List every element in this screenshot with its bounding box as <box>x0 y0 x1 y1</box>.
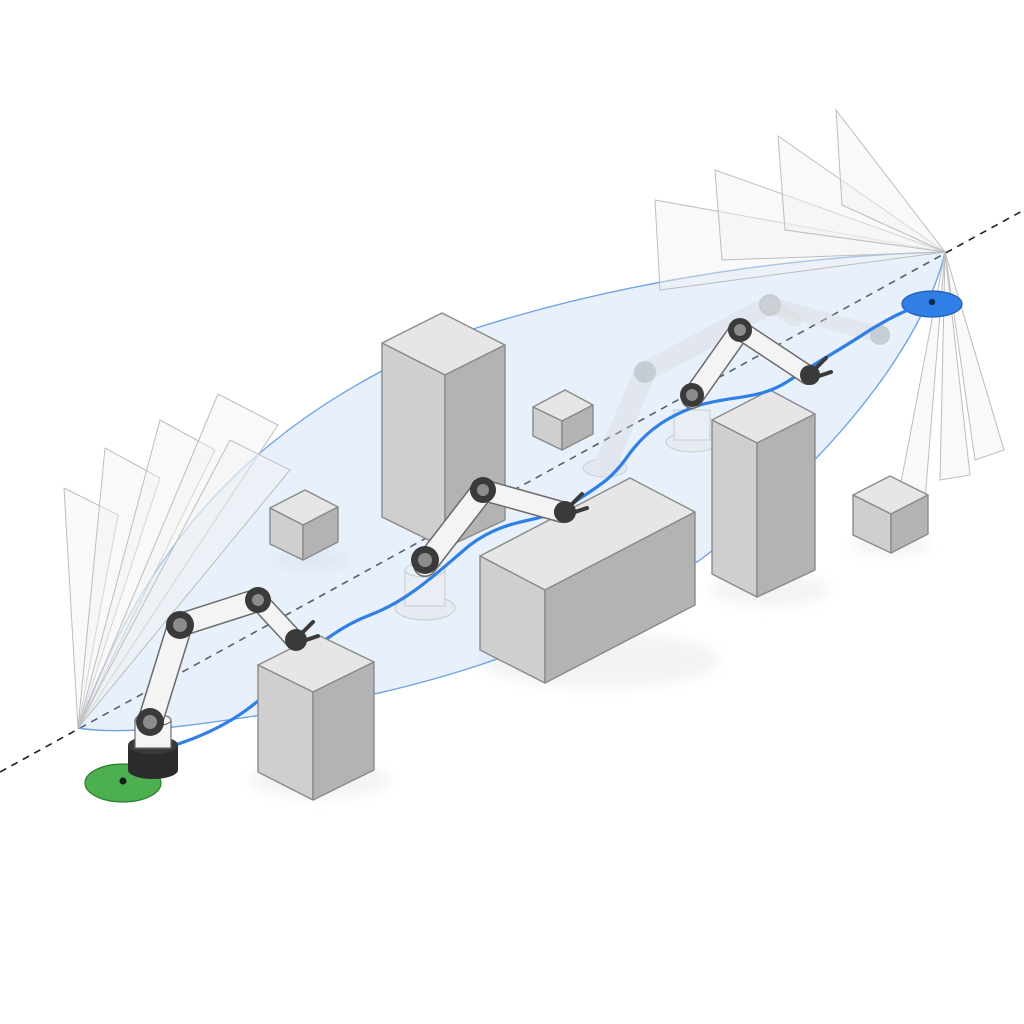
robot-arm-middle <box>411 477 589 577</box>
obstacle-tall-box-right <box>711 389 816 598</box>
left-sweep-fan <box>63 393 291 729</box>
goal-marker <box>901 290 963 318</box>
robot-arm-ghost-goal <box>762 297 890 345</box>
robot-arm-start <box>128 587 320 779</box>
obstacle-tall-box <box>381 312 506 549</box>
robot-base-ghost-upper <box>665 409 719 453</box>
obstacle-small-cube-center <box>532 389 594 451</box>
obstacle-small-cube-left <box>269 489 339 561</box>
obstacle-front-box <box>257 634 375 801</box>
robot-arm-ghost-upper <box>582 294 802 478</box>
robot-base-ghost-middle <box>394 562 456 621</box>
obstacle-wide-box <box>479 477 696 684</box>
obstacle-small-cube-right <box>852 475 929 554</box>
robot-arm-upper <box>680 318 833 409</box>
